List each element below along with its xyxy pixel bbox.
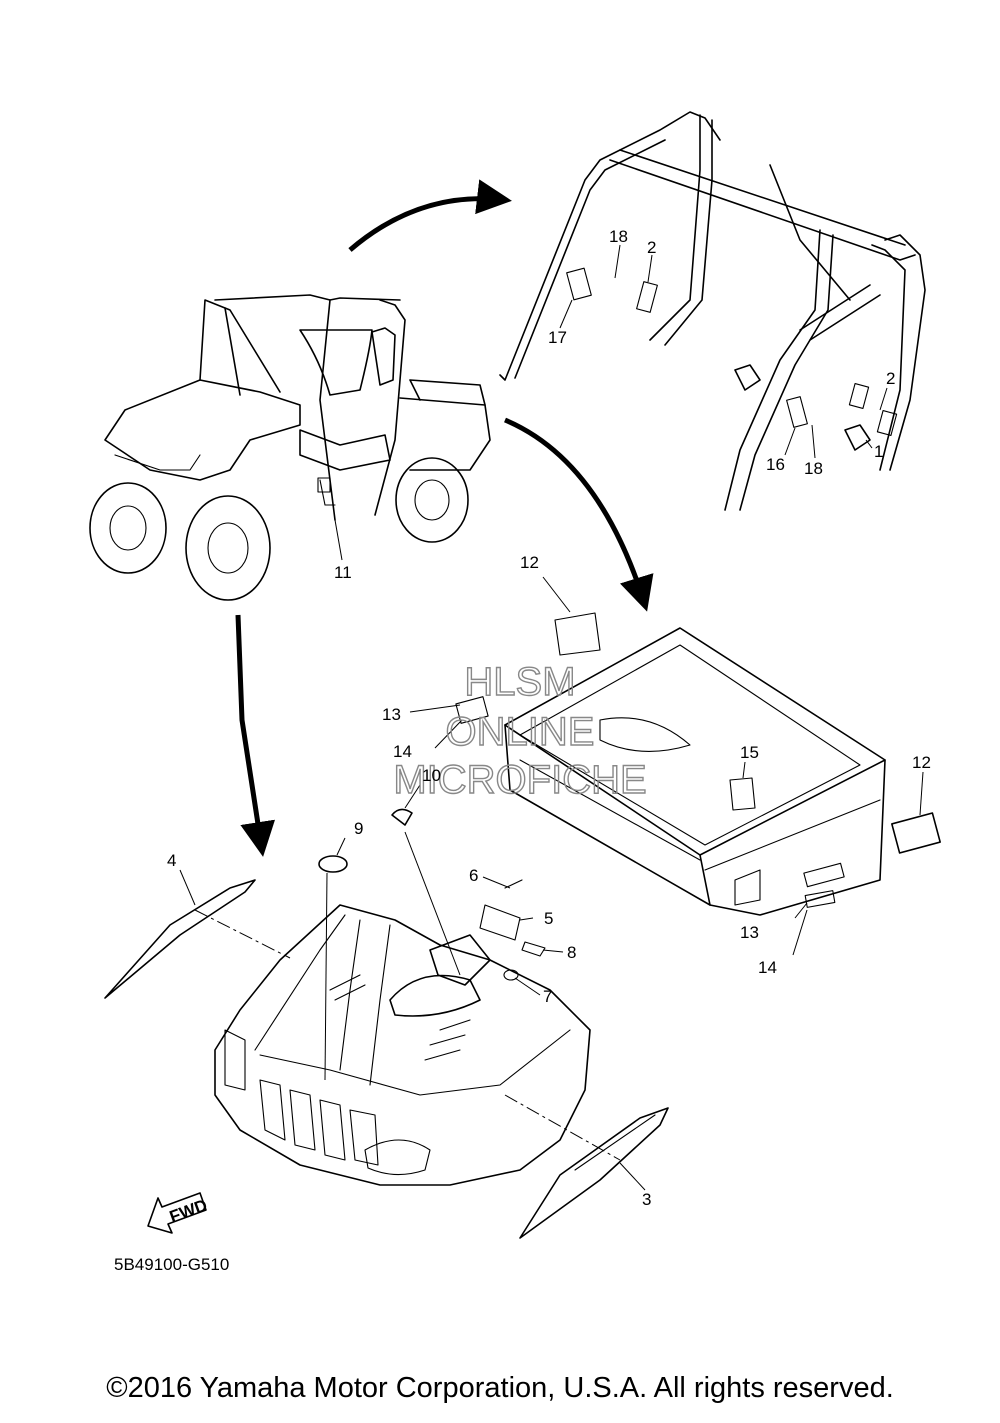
cargo-bed — [409, 576, 941, 956]
callout-18: 18 — [609, 227, 628, 246]
callout-16: 16 — [766, 455, 785, 474]
callout-14: 14 — [758, 958, 777, 977]
callout-13: 13 — [382, 705, 401, 724]
watermark-line1: HLSM — [464, 660, 575, 704]
callout-12: 12 — [912, 753, 931, 772]
watermark: HLSM ONLINE MICROFICHE — [393, 659, 648, 802]
callout-2: 2 — [886, 369, 895, 388]
callout-5: 5 — [544, 909, 553, 928]
watermark-line2: ONLINE — [446, 710, 595, 754]
callout-9: 9 — [354, 819, 363, 838]
callout-12: 12 — [520, 553, 539, 572]
callout-18: 18 — [804, 459, 823, 478]
callout-14: 14 — [393, 742, 412, 761]
direction-arrows — [235, 179, 654, 857]
callout-8: 8 — [567, 943, 576, 962]
fwd-label: FWD — [167, 1196, 210, 1227]
callout-13: 13 — [740, 923, 759, 942]
callout-11: 11 — [334, 563, 352, 582]
fwd-arrow-icon: FWD — [147, 1192, 210, 1234]
callout-15: 15 — [740, 743, 759, 762]
callout-1: 1 — [874, 442, 883, 461]
watermark-line3: MICROFICHE — [393, 758, 646, 802]
rops-frame — [499, 111, 926, 511]
front-hood — [104, 784, 669, 1239]
callout-3: 3 — [642, 1190, 651, 1209]
copyright-notice: ©2016 Yamaha Motor Corporation, U.S.A. A… — [106, 1372, 894, 1404]
diagram-code: 5B49100-G510 — [114, 1255, 229, 1274]
callout-7: 7 — [543, 987, 552, 1006]
callout-4: 4 — [167, 851, 176, 870]
callout-6: 6 — [469, 866, 478, 885]
callout-labels: 1 2 2 3 4 5 6 7 8 9 10 11 12 12 13 13 14… — [167, 227, 931, 1209]
callout-10: 10 — [422, 766, 441, 785]
vehicle-overview — [89, 294, 491, 601]
callout-17: 17 — [548, 328, 567, 347]
callout-2: 2 — [647, 238, 656, 257]
